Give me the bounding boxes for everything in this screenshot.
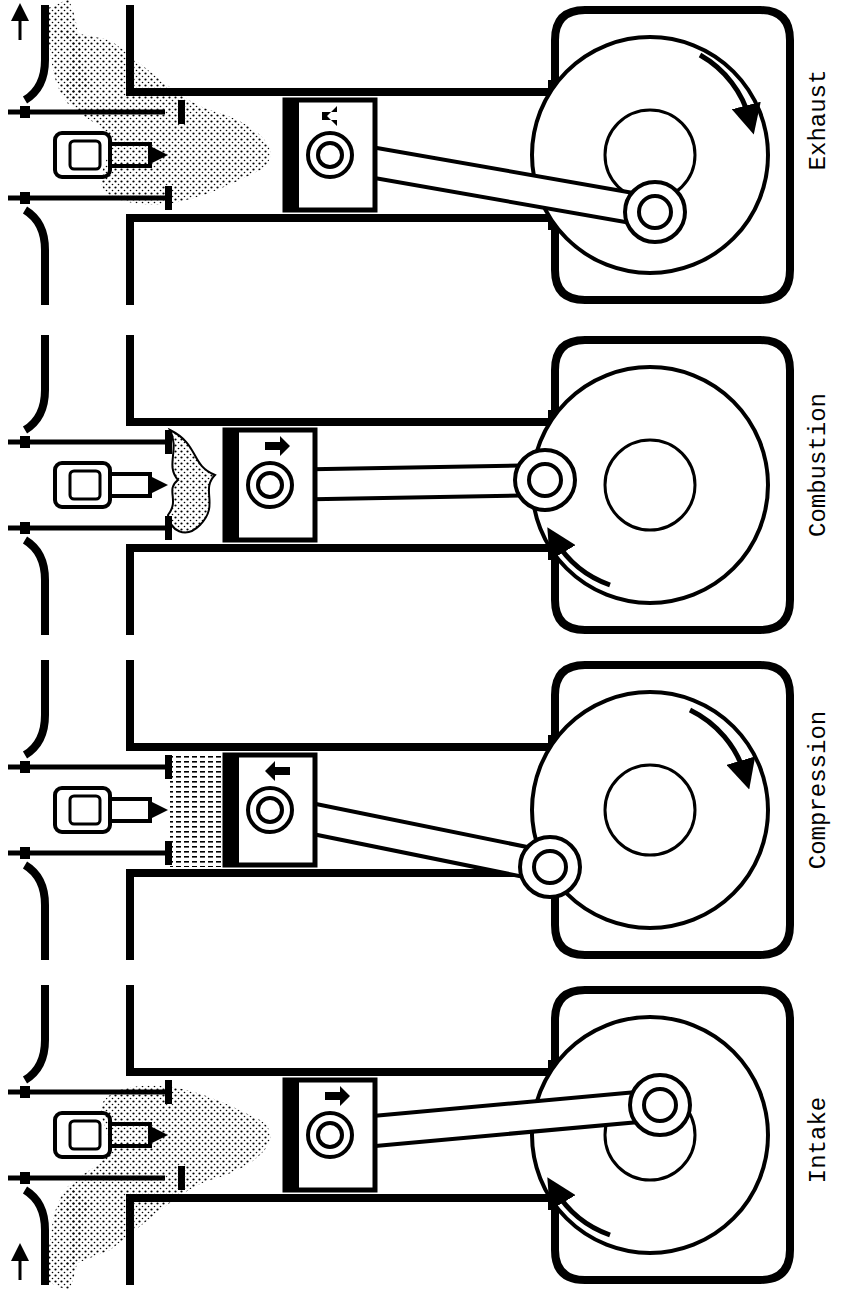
stroke-label: Combustion <box>805 393 832 537</box>
stroke-label: Exhaust <box>805 70 832 171</box>
stroke-label: Compression <box>805 711 832 869</box>
stroke-label: Intake <box>805 1097 832 1183</box>
